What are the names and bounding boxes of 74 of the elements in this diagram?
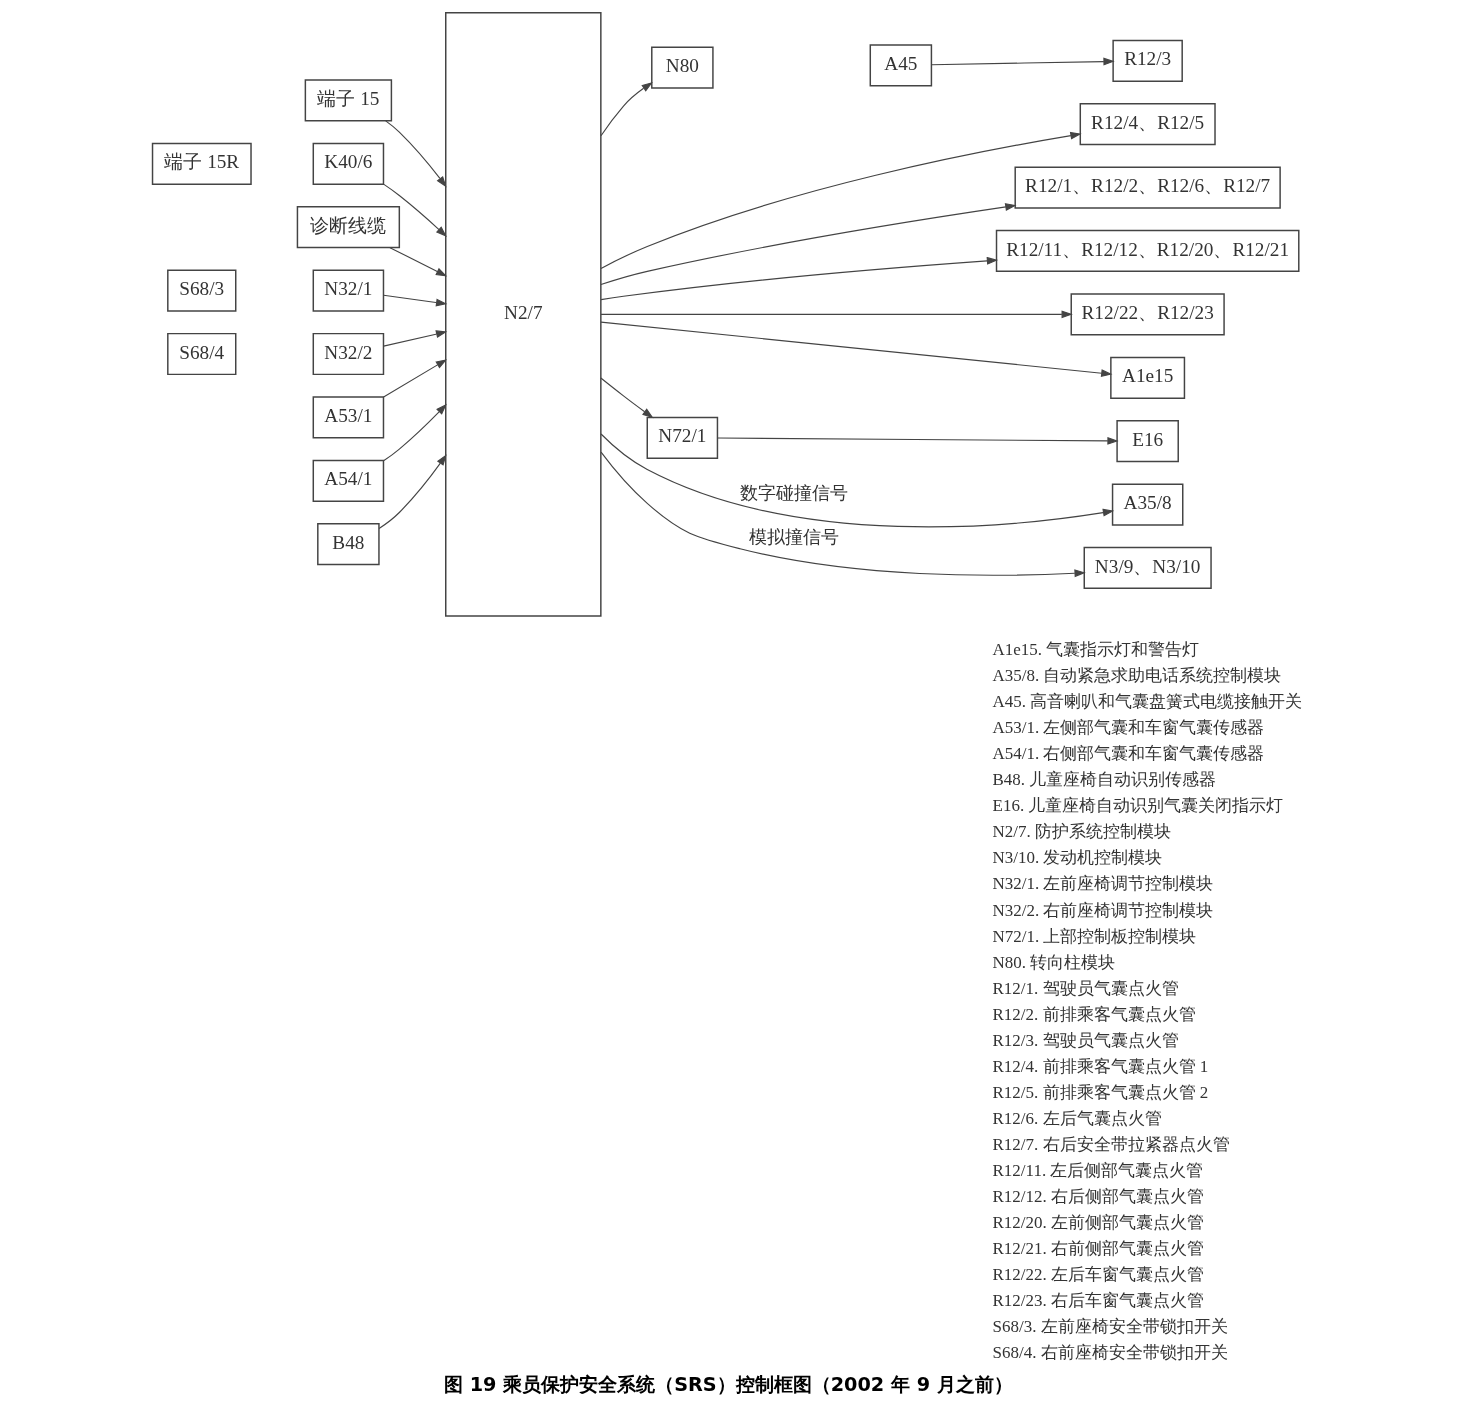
node-box: N80 bbox=[651, 46, 714, 89]
edge-label: 模拟撞信号 bbox=[748, 526, 839, 547]
arrow bbox=[930, 57, 1115, 66]
label: B48. 儿童座椅自动识别传感器 bbox=[992, 770, 1217, 790]
node-box: R12/1、R12/2、R12/6、R12/7 bbox=[1014, 166, 1281, 209]
arrow bbox=[383, 294, 448, 307]
arrow bbox=[383, 403, 447, 462]
label: R12/3. 驾驶员气囊点火管 bbox=[992, 1030, 1179, 1050]
label: N2/7. 防护系统控制模块 bbox=[992, 822, 1171, 842]
label: R12/7. 右后安全带拉紧器点火管 bbox=[992, 1134, 1230, 1154]
node-box: A53/1 bbox=[312, 396, 385, 439]
label: R12/2. 前排乘客气囊点火管 bbox=[992, 1004, 1196, 1024]
arrow bbox=[383, 330, 448, 347]
arrow bbox=[600, 377, 654, 419]
node-box: N32/1 bbox=[312, 269, 385, 312]
label: A45. 高音喇叭和气囊盘簧式电缆接触开关 bbox=[992, 692, 1303, 712]
label: S68/4. 右前座椅安全带锁扣开关 bbox=[992, 1343, 1228, 1363]
arrow bbox=[389, 247, 448, 277]
arrow bbox=[600, 203, 1017, 286]
label: N80. 转向柱模块 bbox=[992, 952, 1116, 972]
edge-label: 数字碰撞信号 bbox=[739, 482, 848, 503]
node-box: 端子 15R bbox=[151, 142, 252, 185]
arrow bbox=[385, 120, 447, 188]
arrow bbox=[600, 310, 1073, 319]
arrow bbox=[600, 131, 1082, 269]
arrow bbox=[600, 82, 653, 137]
label: R12/20. 左前侧部气囊点火管 bbox=[992, 1212, 1205, 1232]
node-box: 诊断线缆 bbox=[296, 206, 401, 249]
label: R12/4. 前排乘客气囊点火管 1 bbox=[992, 1056, 1209, 1076]
arrow bbox=[600, 256, 999, 301]
label: R12/22. 左后车窗气囊点火管 bbox=[992, 1265, 1205, 1285]
arrow bbox=[600, 451, 1086, 578]
label: N32/1. 左前座椅调节控制模块 bbox=[992, 874, 1214, 894]
label: R12/21. 右前侧部气囊点火管 bbox=[992, 1239, 1205, 1259]
node-box: S68/4 bbox=[167, 332, 237, 376]
node-box: N72/1 bbox=[646, 416, 719, 459]
arrow bbox=[600, 433, 1115, 528]
node-box: E16 bbox=[1116, 420, 1179, 463]
label: R12/5. 前排乘客气囊点火管 2 bbox=[992, 1082, 1209, 1102]
arrow bbox=[383, 183, 447, 237]
label: A54/1. 右侧部气囊和车窗气囊传感器 bbox=[992, 744, 1265, 764]
node-box: B48 bbox=[317, 523, 380, 566]
node-box: A45 bbox=[869, 44, 933, 87]
label: N32/2. 右前座椅调节控制模块 bbox=[992, 900, 1214, 920]
arrow bbox=[378, 454, 447, 530]
label: R12/12. 右后侧部气囊点火管 bbox=[992, 1186, 1205, 1206]
label: A53/1. 左侧部气囊和车窗气囊传感器 bbox=[992, 718, 1265, 738]
label: R12/11. 左后侧部气囊点火管 bbox=[992, 1160, 1204, 1180]
label: A35/8. 自动紧急求助电话系统控制模块 bbox=[992, 666, 1282, 686]
node-box: A54/1 bbox=[312, 459, 385, 502]
arrow bbox=[383, 359, 448, 398]
node-box: N3/9、N3/10 bbox=[1083, 546, 1212, 590]
node-box: N2/7 bbox=[445, 11, 602, 617]
node-box: S68/3 bbox=[167, 269, 237, 312]
node-box: A1e15 bbox=[1110, 356, 1186, 399]
label: A1e15. 气囊指示灯和警告灯 bbox=[992, 640, 1200, 660]
arrow bbox=[600, 321, 1113, 378]
label: R12/6. 左后气囊点火管 bbox=[992, 1108, 1162, 1128]
label: N72/1. 上部控制板控制模块 bbox=[992, 926, 1197, 946]
node-box: K40/6 bbox=[312, 142, 385, 185]
node-box: 端子 15 bbox=[304, 79, 393, 122]
label: S68/3. 左前座椅安全带锁扣开关 bbox=[992, 1317, 1228, 1337]
node-box: R12/11、R12/12、R12/20、R12/21 bbox=[995, 229, 1300, 273]
label: R12/1. 驾驶员气囊点火管 bbox=[992, 978, 1179, 998]
node-box: R12/3 bbox=[1112, 39, 1183, 82]
node-box: A35/8 bbox=[1111, 483, 1184, 526]
node-box: R12/4、R12/5 bbox=[1079, 103, 1216, 146]
label: E16. 儿童座椅自动识别气囊关闭指示灯 bbox=[992, 796, 1284, 816]
label: R12/23. 右后车窗气囊点火管 bbox=[992, 1291, 1205, 1311]
label: N3/10. 发动机控制模块 bbox=[992, 848, 1163, 868]
arrow bbox=[716, 436, 1119, 445]
node-box: R12/22、R12/23 bbox=[1070, 293, 1225, 336]
caption: 图 19 乘员保护安全系统（SRS）控制框图（2002 年 9 月之前） bbox=[444, 1372, 1013, 1396]
node-box: N32/2 bbox=[312, 332, 385, 376]
